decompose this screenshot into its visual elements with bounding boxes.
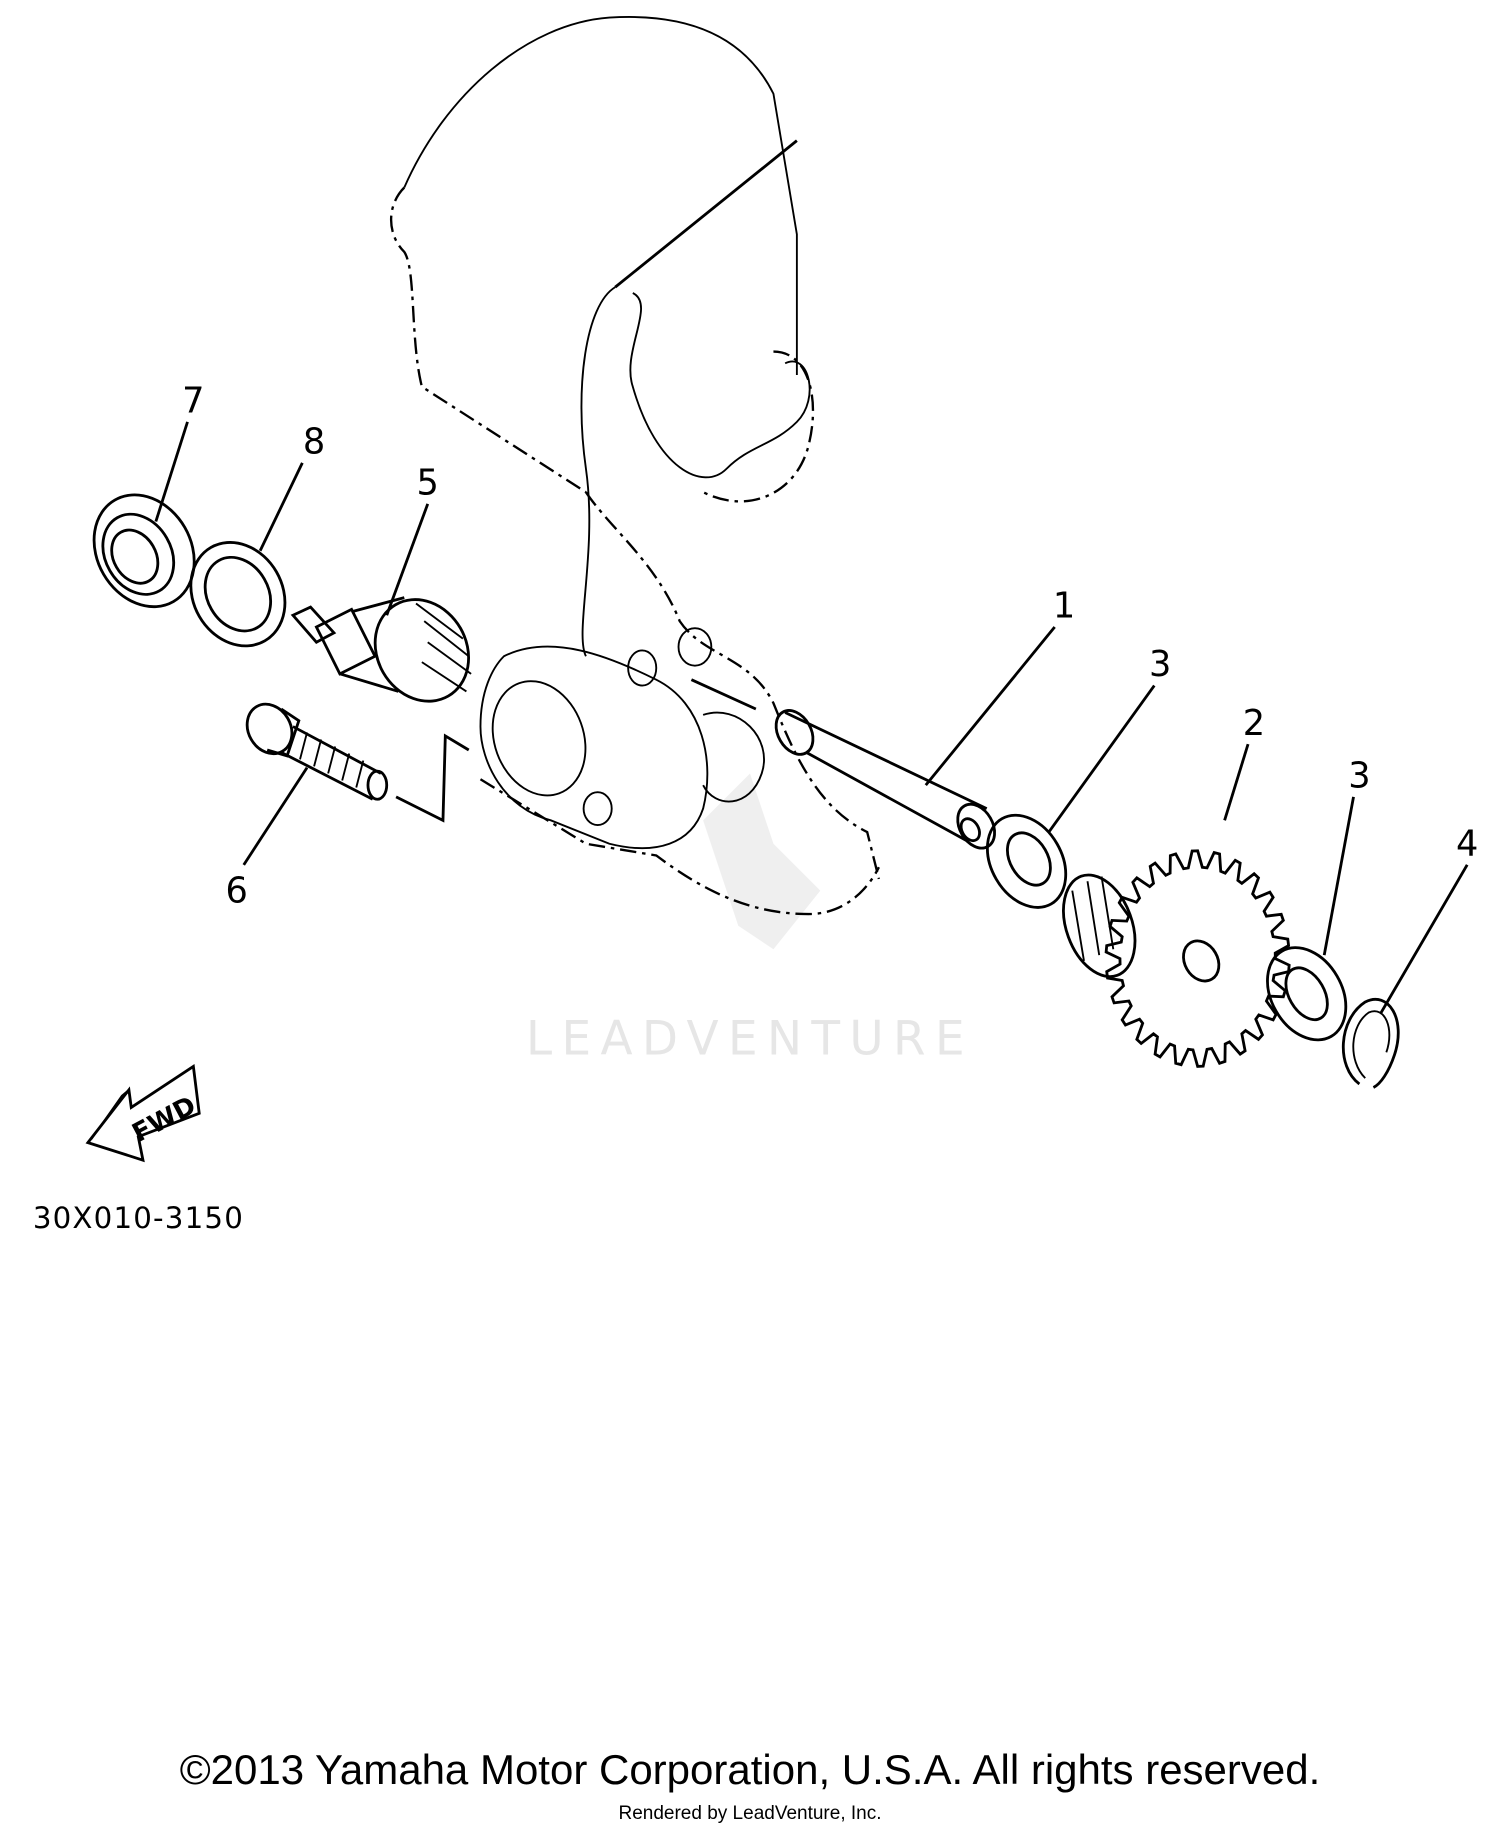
- callout-4[interactable]: 4: [1456, 823, 1478, 864]
- callout-8[interactable]: 8: [303, 422, 325, 463]
- callout-6[interactable]: 6: [226, 870, 248, 911]
- callout-3-second[interactable]: 3: [1348, 756, 1370, 797]
- part-6-bolt: [245, 702, 389, 801]
- leader-lines: [154, 421, 1469, 1015]
- callout-2[interactable]: 2: [1243, 703, 1265, 744]
- fwd-arrow-icon: FWD: [85, 1063, 201, 1163]
- part-3-washer: [986, 813, 1068, 909]
- callout-7[interactable]: 7: [182, 381, 204, 422]
- diagram-code: 30X010-3150: [33, 1201, 244, 1235]
- fwd-label: FWD: [127, 1091, 201, 1149]
- part-1-shaft: [774, 709, 996, 850]
- gear-teeth: [1104, 849, 1291, 1068]
- part-7-oil-seal: [92, 493, 196, 609]
- callout-5[interactable]: 5: [417, 463, 439, 504]
- part-8-washer: [189, 541, 287, 648]
- watermark-text: LEADVENTURE: [526, 1012, 974, 1067]
- part-3-washer-2: [1266, 946, 1348, 1042]
- watermark: LEADVENTURE: [526, 773, 974, 1067]
- part-4-circlip: [1341, 998, 1400, 1089]
- callout-1[interactable]: 1: [1053, 586, 1075, 627]
- copyright-text: ©2013 Yamaha Motor Corporation, U.S.A. A…: [179, 1746, 1321, 1793]
- part-2-gear: [1062, 849, 1291, 1068]
- crankcase-outline: [390, 16, 881, 916]
- part-5-drive-gear: [290, 596, 472, 703]
- rendered-by-text: Rendered by LeadVenture, Inc.: [618, 1803, 882, 1824]
- callout-3[interactable]: 3: [1149, 644, 1171, 685]
- callouts: 7 8 5 1 3 2 3 4 6: [182, 381, 1478, 912]
